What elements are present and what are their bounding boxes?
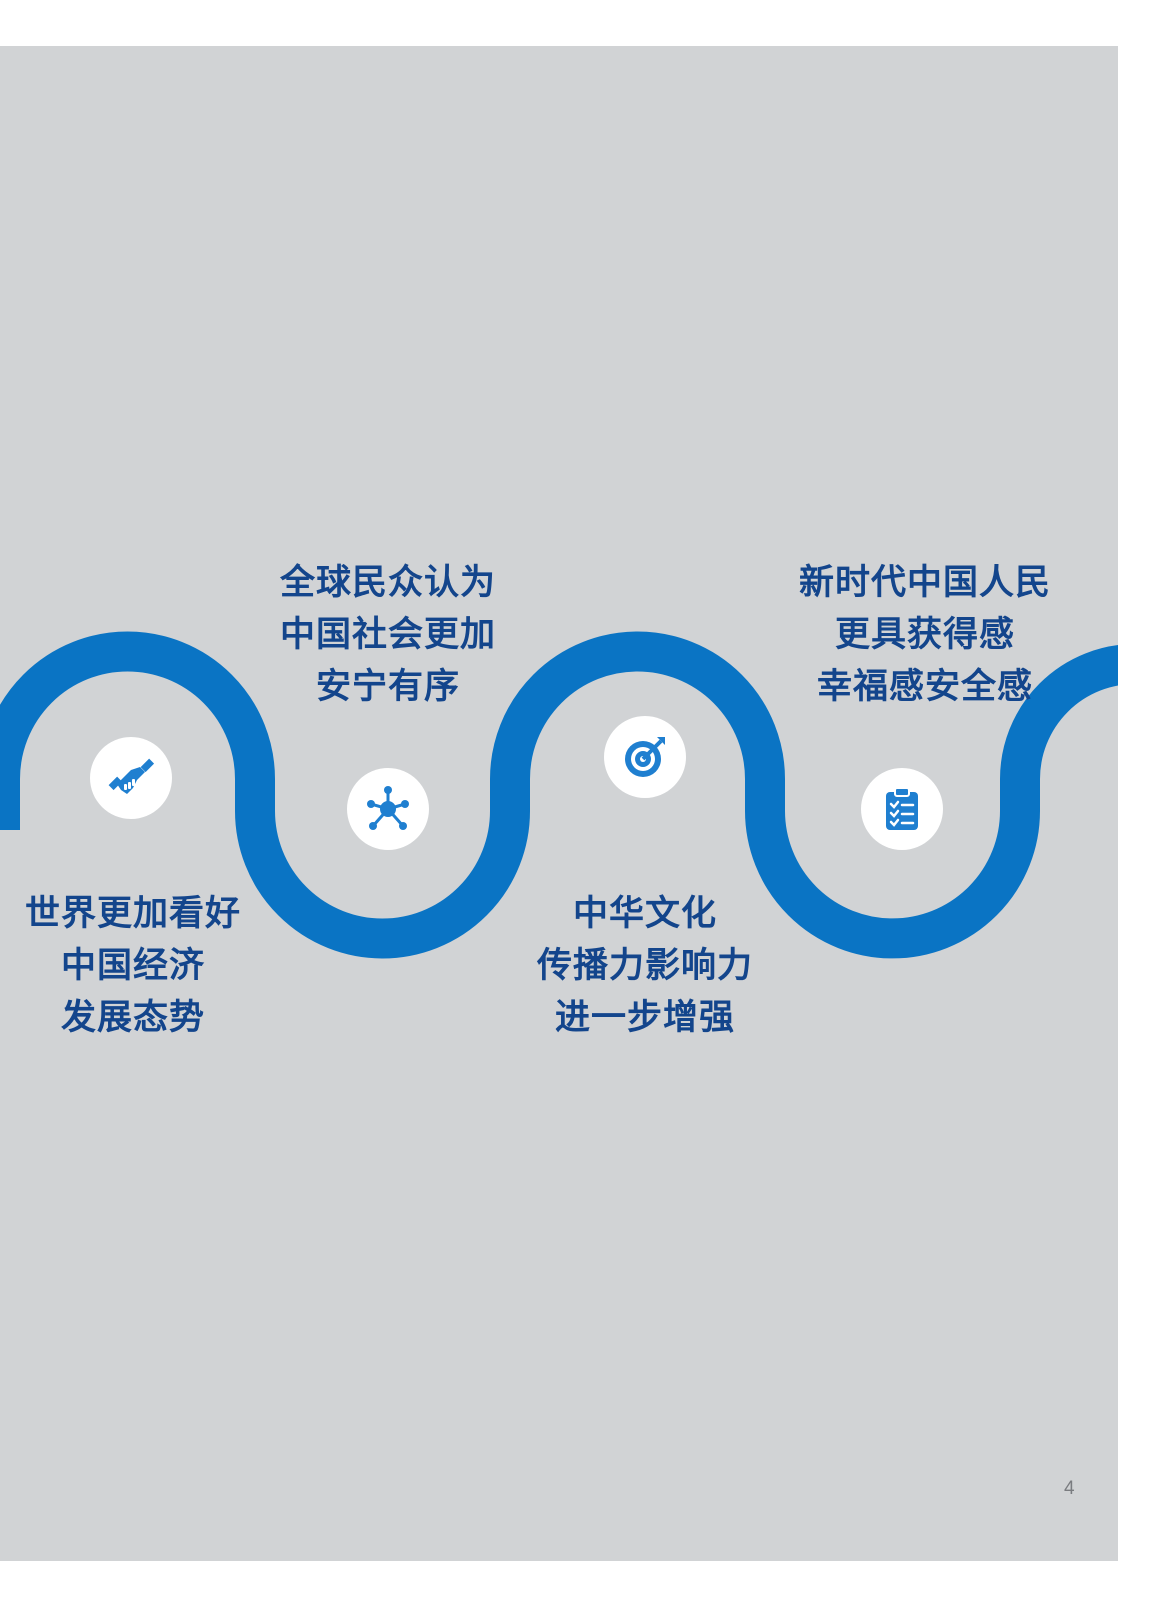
milestone-3-text: 中华文化 传播力影响力 进一步增强 xyxy=(505,888,785,1044)
milestone-2-line-3: 安宁有序 xyxy=(315,666,460,707)
target-icon xyxy=(625,737,665,777)
milestone-4-line-2: 更具获得感 xyxy=(834,614,1015,655)
milestone-1-text: 世界更加看好 中国经济 发展态势 xyxy=(0,888,273,1044)
milestone-1-line-3: 发展态势 xyxy=(60,997,205,1038)
milestone-1-icon-circle xyxy=(90,737,172,819)
wave-path xyxy=(0,631,1118,959)
milestone-2-text: 全球民众认为 中国社会更加 安宁有序 xyxy=(248,557,528,713)
clipboard-icon xyxy=(886,787,918,830)
content-panel: 世界更加看好 中国经济 发展态势 全球民众认为 中国社会更加 安宁有序 中华文化… xyxy=(0,46,1118,1561)
milestone-4-text: 新时代中国人民 更具获得感 幸福感安全感 xyxy=(775,557,1075,713)
milestone-3-icon-circle xyxy=(604,716,686,798)
milestone-3-line-1: 中华文化 xyxy=(572,893,717,934)
handshake-icon xyxy=(108,758,155,794)
milestone-2-line-2: 中国社会更加 xyxy=(279,614,496,655)
milestone-4-line-1: 新时代中国人民 xyxy=(798,562,1051,603)
milestone-2-icon-circle xyxy=(347,768,429,850)
milestone-1-line-1: 世界更加看好 xyxy=(24,893,241,934)
network-icon xyxy=(367,786,409,830)
milestone-4-line-3: 幸福感安全感 xyxy=(816,666,1033,707)
page-number: 4 xyxy=(1064,1478,1075,1499)
milestone-1-line-2: 中国经济 xyxy=(60,945,205,986)
milestone-2-line-1: 全球民众认为 xyxy=(279,562,496,603)
milestone-3-line-2: 传播力影响力 xyxy=(536,945,753,986)
milestone-3-line-3: 进一步增强 xyxy=(554,997,735,1038)
milestone-4-icon-circle xyxy=(861,768,943,850)
